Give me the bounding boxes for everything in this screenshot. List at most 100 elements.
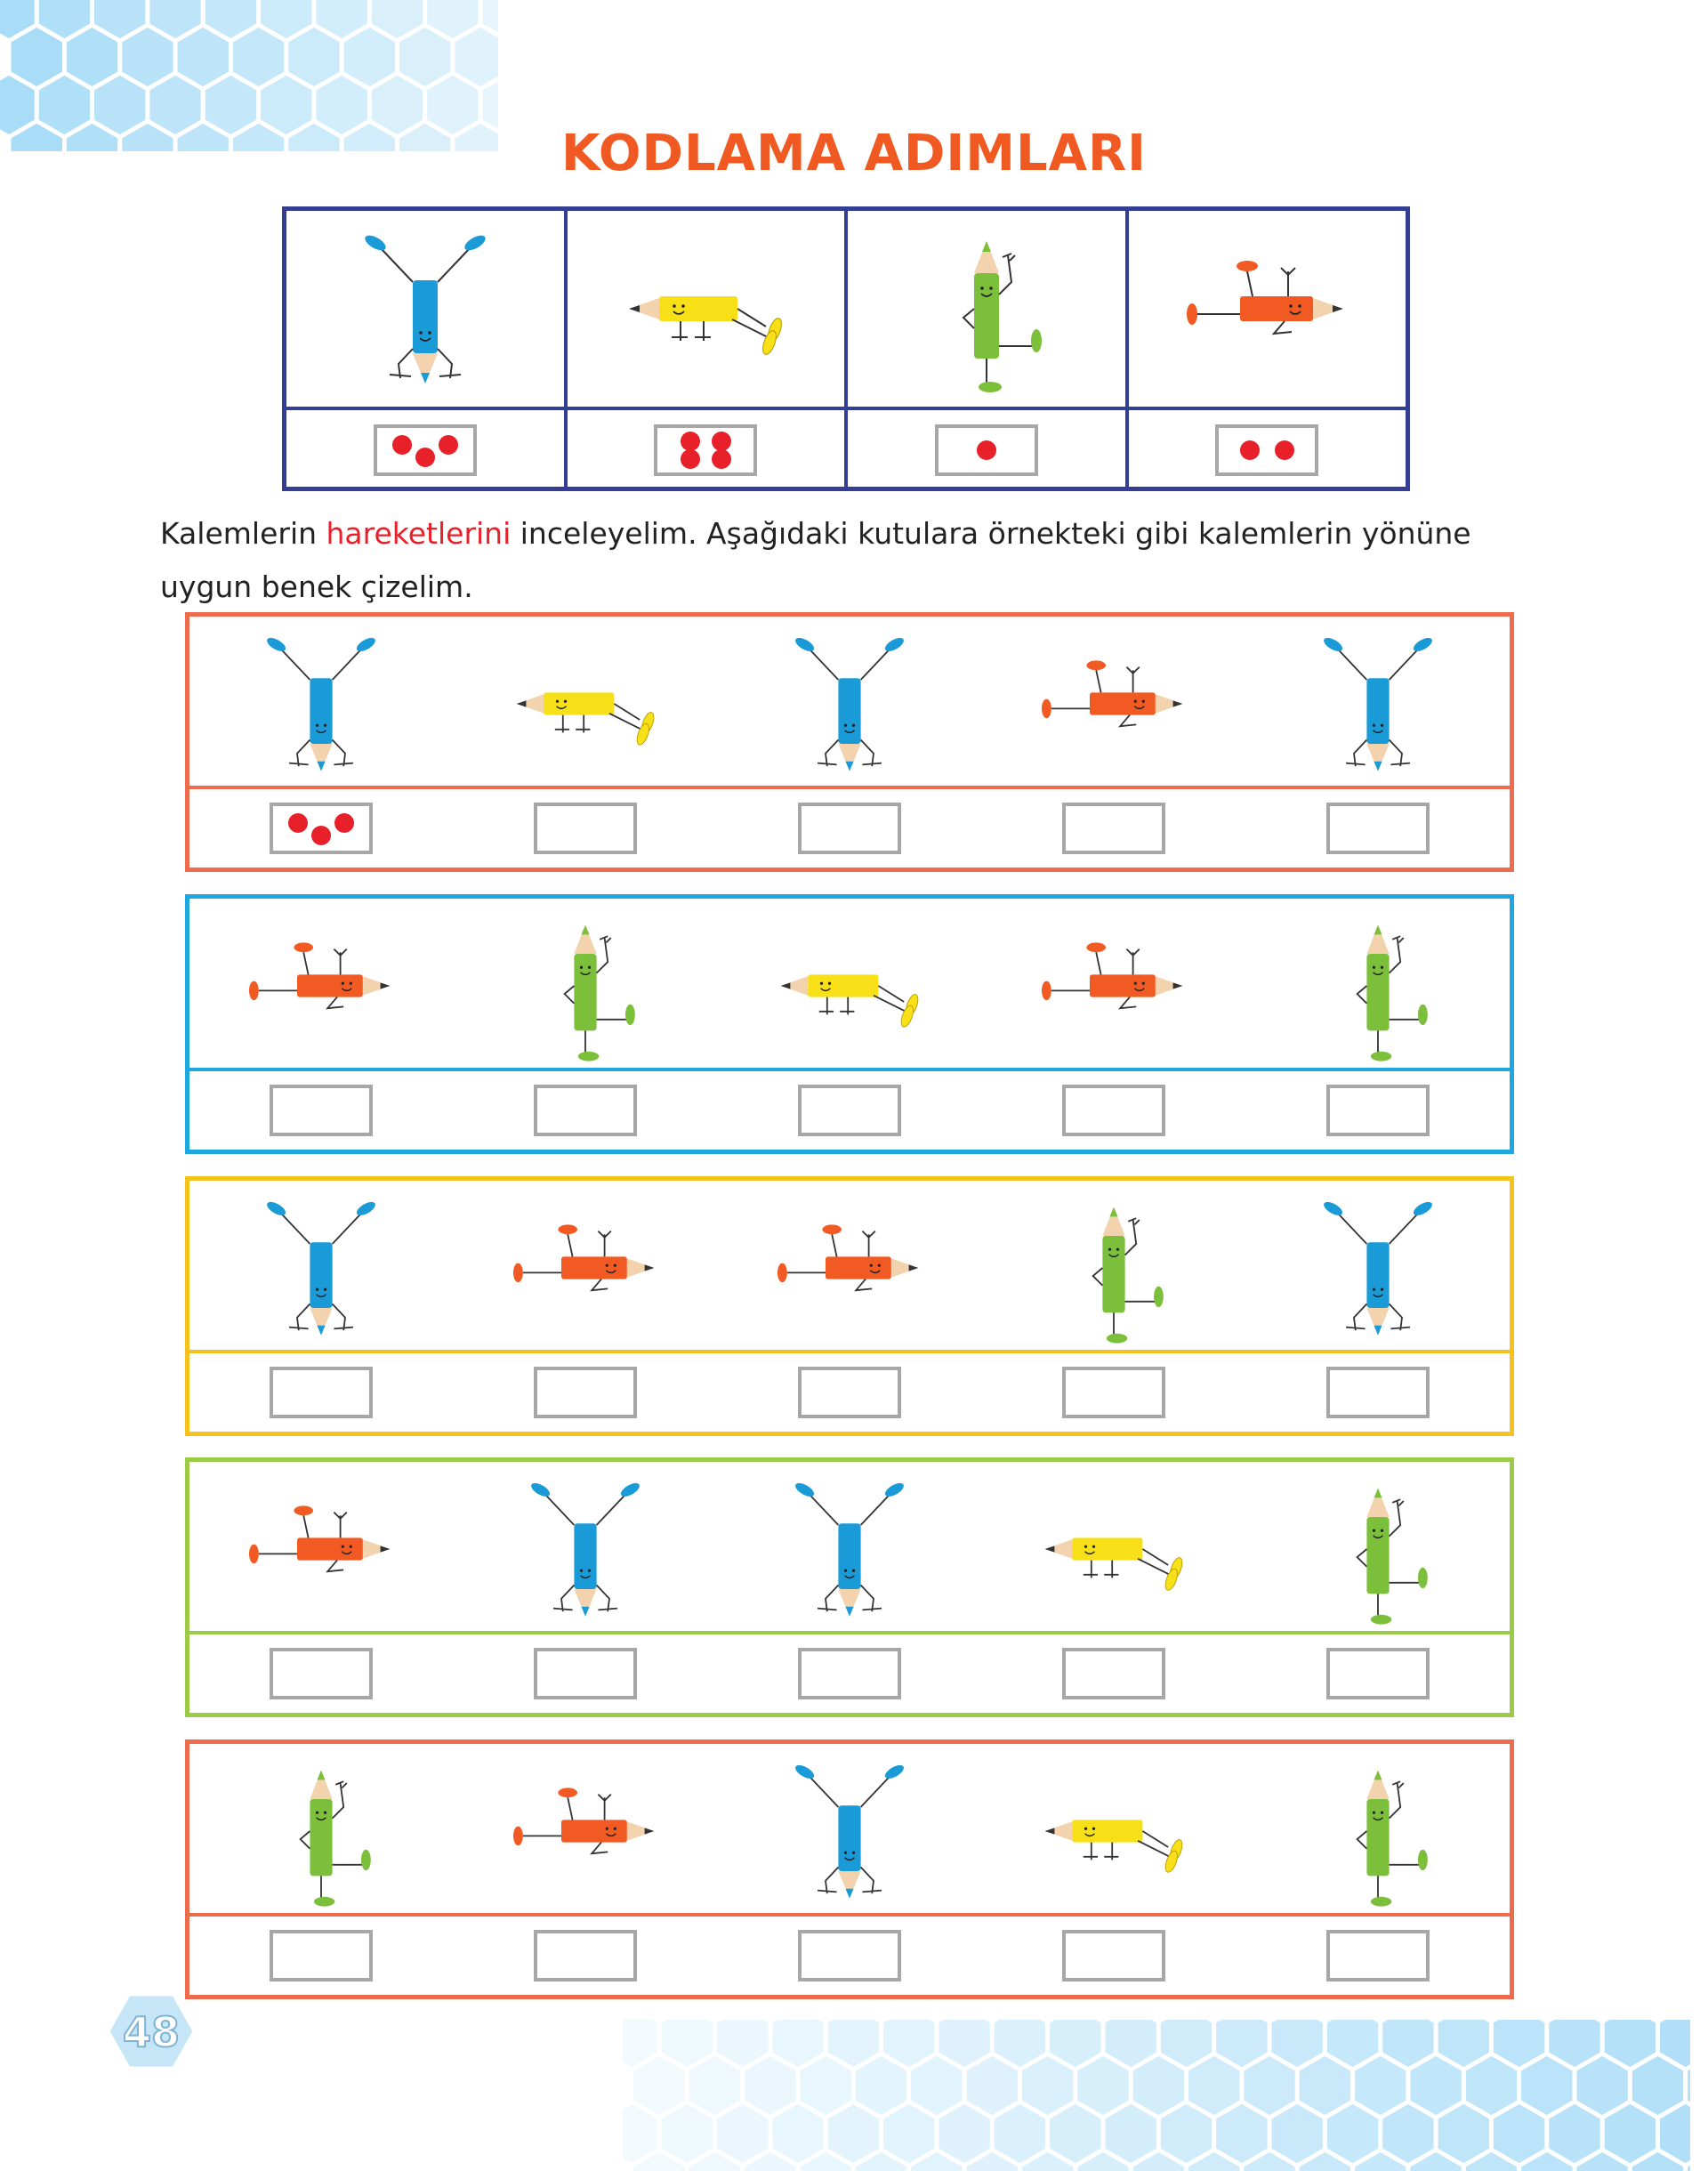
dot: [711, 432, 731, 451]
answer-box[interactable]: [1325, 1367, 1430, 1418]
dot: [1239, 440, 1260, 460]
pencil-right-icon: [249, 941, 391, 1009]
dot: [680, 432, 700, 451]
dot: [711, 449, 731, 469]
hexagon-pattern-bottom: [623, 2020, 1690, 2171]
pencil-handstand-icon: [531, 1482, 640, 1617]
pencil-cell: [718, 1462, 982, 1635]
pencil-cell: [718, 1744, 982, 1917]
answer-box[interactable]: [1061, 1085, 1165, 1136]
answer-cell: [981, 1917, 1245, 1995]
pencil-right-icon: [1041, 659, 1183, 727]
pencil-cell: [189, 899, 454, 1072]
pencil-handstand-icon: [795, 1482, 904, 1617]
answer-box[interactable]: [797, 1367, 901, 1418]
legend-code-cell: [568, 410, 848, 490]
legend-code-cell: [848, 410, 1129, 490]
pencil-cell: [454, 1462, 718, 1635]
answer-cell: [1245, 1634, 1510, 1713]
answer-box[interactable]: [534, 1085, 638, 1136]
answer-box[interactable]: [1061, 1648, 1165, 1699]
pencil-handstand-icon: [365, 235, 486, 383]
answer-cell: [718, 1917, 982, 1995]
answer-box[interactable]: [1061, 1930, 1165, 1981]
answer-cell: [189, 1917, 454, 1995]
pencil-cell: [981, 1462, 1245, 1635]
answer-cell: [718, 1353, 982, 1432]
pencil-stand-icon: [1355, 1770, 1428, 1907]
pencil-left-icon: [1044, 1537, 1183, 1591]
answer-box[interactable]: [1061, 1367, 1165, 1418]
legend-dot-box: [373, 424, 477, 476]
pencil-cell: [981, 899, 1245, 1072]
legend-dot-box: [934, 424, 1038, 476]
legend-dot-box: [654, 424, 758, 476]
page-number-badge: 48: [107, 1993, 196, 2070]
pencil-left-icon: [516, 691, 655, 746]
answer-cell: [189, 1634, 454, 1713]
answer-box[interactable]: [797, 1648, 901, 1699]
pencil-cell: [189, 617, 454, 790]
pencil-cell: [454, 1181, 718, 1354]
pencil-cell: [1245, 1744, 1510, 1917]
hexagon-pattern-top: [0, 0, 498, 151]
legend-pencil-cell: [568, 211, 848, 407]
pencil-cell: [1245, 617, 1510, 790]
pencil-cell: [981, 1181, 1245, 1354]
answer-box[interactable]: [1325, 1648, 1430, 1699]
answer-box[interactable]: [1325, 1930, 1430, 1981]
dot: [976, 440, 996, 460]
answer-box[interactable]: [534, 1648, 638, 1699]
dot: [1274, 440, 1294, 460]
pencil-handstand-icon: [795, 637, 904, 771]
pencil-right-icon: [249, 1505, 391, 1572]
exercise-row-5: [185, 1739, 1514, 1999]
answer-cell: [189, 789, 454, 868]
legend-pencil-cell: [286, 211, 568, 407]
pencil-cell: [1245, 1181, 1510, 1354]
answer-cell: [981, 1634, 1245, 1713]
pencil-stand-icon: [962, 241, 1042, 392]
answer-cell: [718, 1634, 982, 1713]
answer-box[interactable]: [1325, 1085, 1430, 1136]
exercise-row-2: [185, 894, 1514, 1154]
pencil-stand-icon: [1355, 924, 1428, 1061]
answer-cell: [981, 1353, 1245, 1432]
legend-pencil-cell: [848, 211, 1129, 407]
answer-box[interactable]: [534, 803, 638, 854]
answer-cell: [981, 789, 1245, 868]
answer-box[interactable]: [270, 1367, 374, 1418]
pencil-cell: [981, 617, 1245, 790]
answer-cell: [1245, 789, 1510, 868]
answer-box[interactable]: [1061, 803, 1165, 854]
answer-box[interactable]: [797, 803, 901, 854]
answer-cell: [718, 1071, 982, 1150]
answer-box[interactable]: [534, 1930, 638, 1981]
dot: [438, 435, 458, 455]
answer-box[interactable]: [270, 1085, 374, 1136]
answer-box[interactable]: [270, 1648, 374, 1699]
pencil-cell: [454, 899, 718, 1072]
pencil-right-icon: [513, 1223, 655, 1291]
page-number: 48: [123, 2008, 180, 2056]
answer-box[interactable]: [534, 1367, 638, 1418]
dot: [288, 813, 309, 833]
answer-cell: [454, 1917, 718, 1995]
exercise-row-1: [185, 612, 1514, 872]
instruction-text: Kalemlerin hareketlerini inceleyelim. Aş…: [160, 516, 1471, 604]
legend-code-cell: [286, 410, 568, 490]
answer-box[interactable]: [270, 1930, 374, 1981]
answer-box[interactable]: [1325, 803, 1430, 854]
answer-cell: [981, 1071, 1245, 1150]
pencil-cell: [454, 1744, 718, 1917]
pencil-handstand-icon: [267, 637, 376, 771]
pencil-cell: [718, 899, 982, 1072]
answer-cell: [454, 1071, 718, 1150]
pencil-cell: [189, 1462, 454, 1635]
answer-cell: [718, 789, 982, 868]
answer-box[interactable]: [797, 1085, 901, 1136]
exercise-row-3: [185, 1176, 1514, 1436]
page-title: KODLAMA ADIMLARI: [561, 125, 1147, 182]
pencil-cell: [1245, 1462, 1510, 1635]
answer-box[interactable]: [797, 1930, 901, 1981]
